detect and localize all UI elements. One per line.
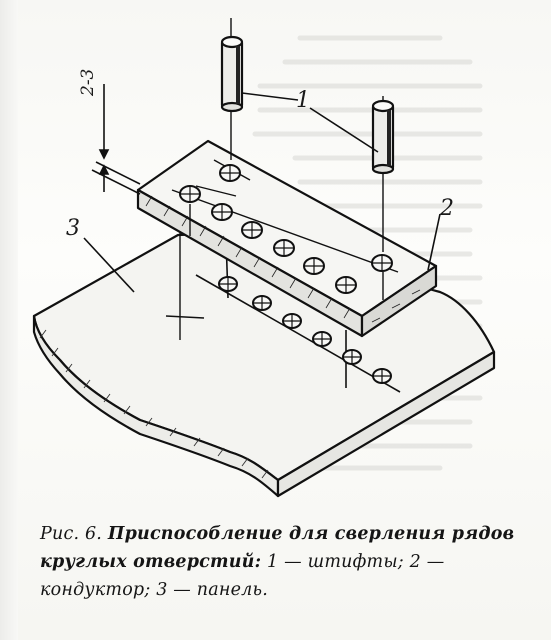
pin-top — [220, 35, 244, 49]
drilling-fixture-diagram — [32, 18, 496, 498]
label-conductor: 2 — [440, 196, 454, 221]
conductor-hole — [241, 221, 263, 239]
pin-left — [220, 35, 244, 113]
conductor-end-edge — [360, 264, 438, 338]
conductor-holes — [179, 164, 393, 294]
figure-legend: 1 — штифты; 2 — кондуктор; 3 — панель. — [40, 552, 445, 600]
pin-top — [371, 99, 395, 113]
conductor-hole — [335, 276, 357, 294]
label-panel: 3 — [66, 216, 80, 241]
conductor-hole — [273, 239, 295, 257]
panel-hole — [282, 313, 302, 329]
panel-hole — [342, 349, 362, 365]
figure-caption: Рис. 6. Приспособление для сверления ряд… — [40, 520, 540, 604]
pin-bottom — [371, 163, 395, 175]
figure-title: Приспособление для сверления рядов кругл… — [40, 524, 515, 572]
panel-hole — [252, 295, 272, 311]
figure-number: Рис. 6. — [40, 524, 103, 544]
label-gap-dimension: 2-3 — [78, 68, 98, 96]
panel-hole — [372, 368, 392, 384]
panel-right-edge — [276, 350, 496, 498]
conductor — [136, 139, 438, 338]
conductor-edge-hatching — [145, 195, 421, 323]
panel-holes — [218, 276, 392, 384]
conductor-hole — [211, 203, 233, 221]
conductor-hole — [179, 185, 201, 203]
panel-hole — [218, 276, 238, 292]
pin-right — [371, 99, 395, 175]
leader-lines — [83, 92, 441, 293]
page-edge-shadow — [0, 0, 18, 640]
panel-edge-hatching — [39, 329, 269, 479]
conductor-hole — [303, 257, 325, 275]
pin-bottom — [220, 101, 244, 113]
label-pins: 1 — [296, 88, 310, 113]
conductor-hole — [219, 164, 241, 182]
gap-dimension — [91, 84, 141, 195]
conductor-hole — [371, 254, 393, 272]
panel-hole — [312, 331, 332, 347]
